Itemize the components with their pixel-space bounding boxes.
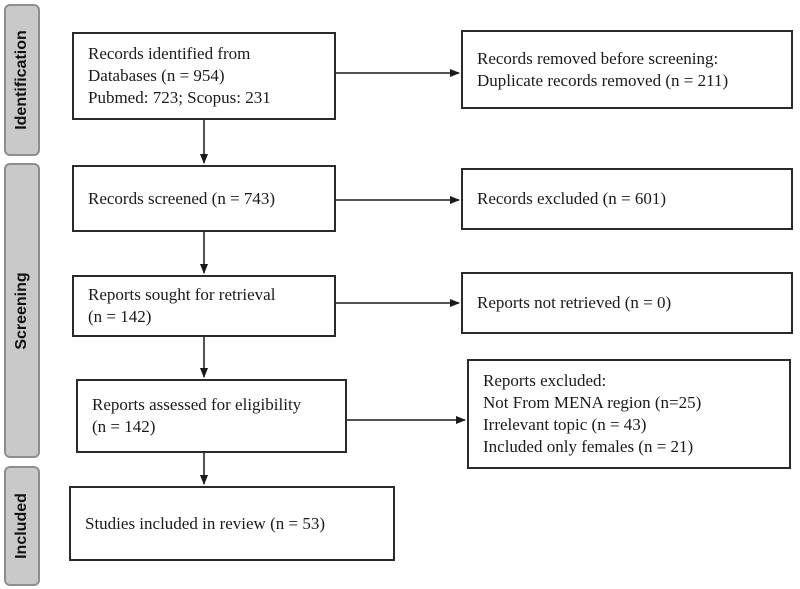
box-reports-sought-line2: (n = 142): [88, 307, 152, 326]
box-records-excluded: Records excluded (n = 601): [461, 168, 793, 230]
box-reports-not-retrieved: Reports not retrieved (n = 0): [461, 272, 793, 334]
box-reports-sought-line1: Reports sought for retrieval: [88, 285, 276, 304]
box-studies-included-line1: Studies included in review (n = 53): [85, 513, 325, 533]
box-records-removed: Records removed before screening: Duplic…: [461, 30, 793, 109]
box-records-screened-line1: Records screened (n = 743): [88, 188, 276, 208]
box-records-identified-line3: Pubmed: 723; Scopus: 231: [88, 88, 271, 107]
box-reports-assessed-line2: (n = 142): [92, 417, 156, 436]
box-reports-sought: Reports sought for retrieval (n = 142): [72, 275, 336, 337]
box-reports-excluded-line3: Irrelevant topic (n = 43): [483, 415, 647, 434]
box-reports-assessed-line1: Reports assessed for eligibility: [92, 395, 302, 414]
box-reports-excluded-line2: Not From MENA region (n=25): [483, 393, 702, 412]
box-records-identified-line2: Databases (n = 954): [88, 66, 225, 85]
box-records-excluded-line1: Records excluded (n = 601): [477, 189, 666, 208]
box-reports-excluded-line4: Included only females (n = 21): [483, 437, 694, 456]
phase-screening: Screening: [4, 163, 40, 458]
box-reports-excluded-line1: Reports excluded:: [483, 371, 607, 390]
box-reports-excluded: Reports excluded: Not From MENA region (…: [467, 359, 791, 469]
box-studies-included: Studies included in review (n = 53): [69, 486, 395, 561]
box-reports-not-retrieved-line1: Reports not retrieved (n = 0): [477, 293, 672, 312]
box-records-screened: Records screened (n = 743): [72, 165, 336, 232]
phase-included: Included: [4, 466, 40, 586]
phase-identification: Identification: [4, 4, 40, 156]
box-records-removed-line2: Duplicate records removed (n = 211): [477, 70, 729, 90]
box-records-identified: Records identified from Databases (n = 9…: [72, 32, 336, 120]
box-reports-assessed: Reports assessed for eligibility (n = 14…: [76, 379, 347, 453]
box-records-removed-line1: Records removed before screening:: [477, 48, 719, 68]
box-records-identified-line1: Records identified from: [88, 44, 251, 63]
